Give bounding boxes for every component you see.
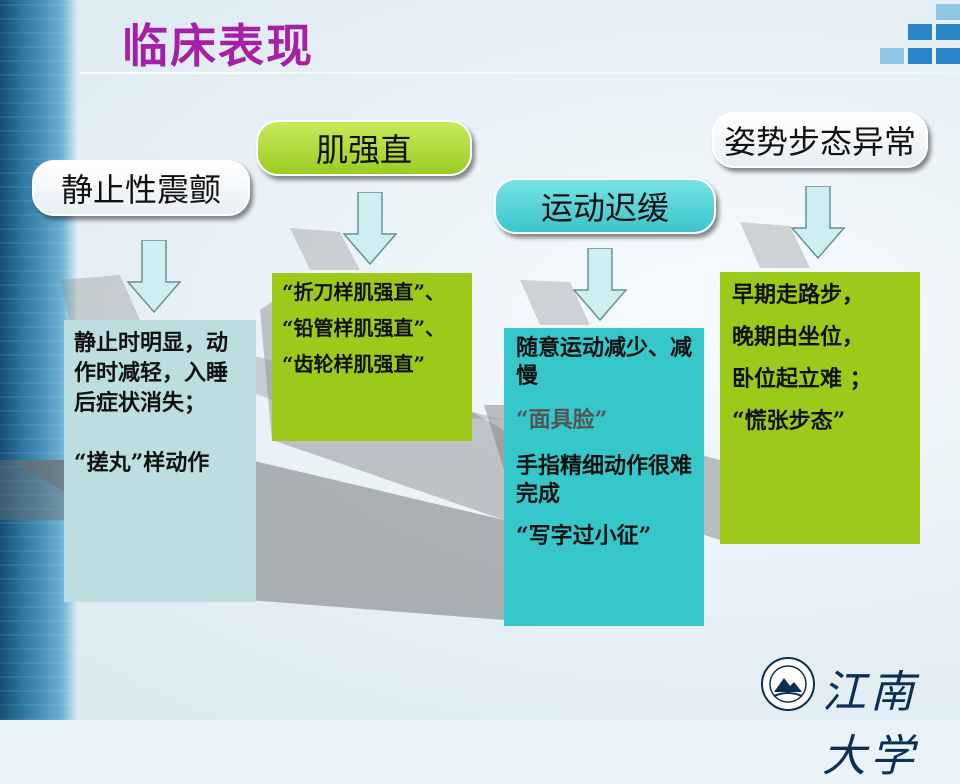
header-bradykinesia: 运动迟缓 [494,178,716,234]
rigidity-text-2: “铅管样肌强直”、 [282,316,446,340]
header-resting-tremor-label: 静止性震颤 [60,171,221,209]
rigidity-text-1: “折刀样肌强直”、 [282,280,446,304]
slide-title: 临床表现 [122,19,314,73]
bradykinesia-text-2: “面具脸” [516,407,608,433]
rigidity-details: “折刀样肌强直”、 “铅管样肌强直”、 “齿轮样肌强直” [272,273,472,441]
bradykinesia-text-1: 随意运动减少、减慢 [516,335,693,389]
title-underline [80,72,960,74]
posture-gait-text-4: “慌张步态” [732,408,846,434]
university-logo-text: 江南大学 [822,667,918,782]
posture-gait-text-3: 卧位起立难 ； [732,366,872,392]
header-rigidity-label: 肌强直 [315,131,412,169]
bradykinesia-details: 随意运动减少、减慢 “面具脸” 手指精细动作很难完成 “写字过小征” [504,328,704,626]
posture-gait-text-2: 晚期由坐位， [732,324,865,350]
resting-tremor-details: 静止时明显，动作时减轻，入睡后症状消失； “搓丸”样动作 [64,320,256,602]
rigidity-text-3: “齿轮样肌强直” [282,352,426,376]
arrow-down-icon [790,186,846,260]
bradykinesia-text-3: 手指精细动作很难完成 [516,453,693,507]
posture-gait-details: 早期走路步， 晚期由坐位， 卧位起立难 ； “慌张步态” [720,272,920,544]
arrow-down-icon [126,240,182,314]
header-bradykinesia-label: 运动迟缓 [540,189,669,227]
resting-tremor-text-1: 静止时明显，动作时减轻，入睡后症状消失； [74,330,229,416]
bradykinesia-text-4: “写字过小征” [516,523,652,549]
header-resting-tremor: 静止性震颤 [32,160,250,216]
arrow-down-icon [342,192,398,266]
resting-tremor-text-2: “搓丸”样动作 [74,450,210,476]
left-decor-edge [0,0,22,720]
header-rigidity: 肌强直 [256,120,472,176]
posture-gait-text-1: 早期走路步， [732,282,865,308]
header-posture-gait: 姿势步态异常 [712,112,928,168]
arrow-down-icon [572,248,628,322]
university-emblem-icon [761,657,815,711]
header-posture-gait-label: 姿势步态异常 [723,123,916,161]
